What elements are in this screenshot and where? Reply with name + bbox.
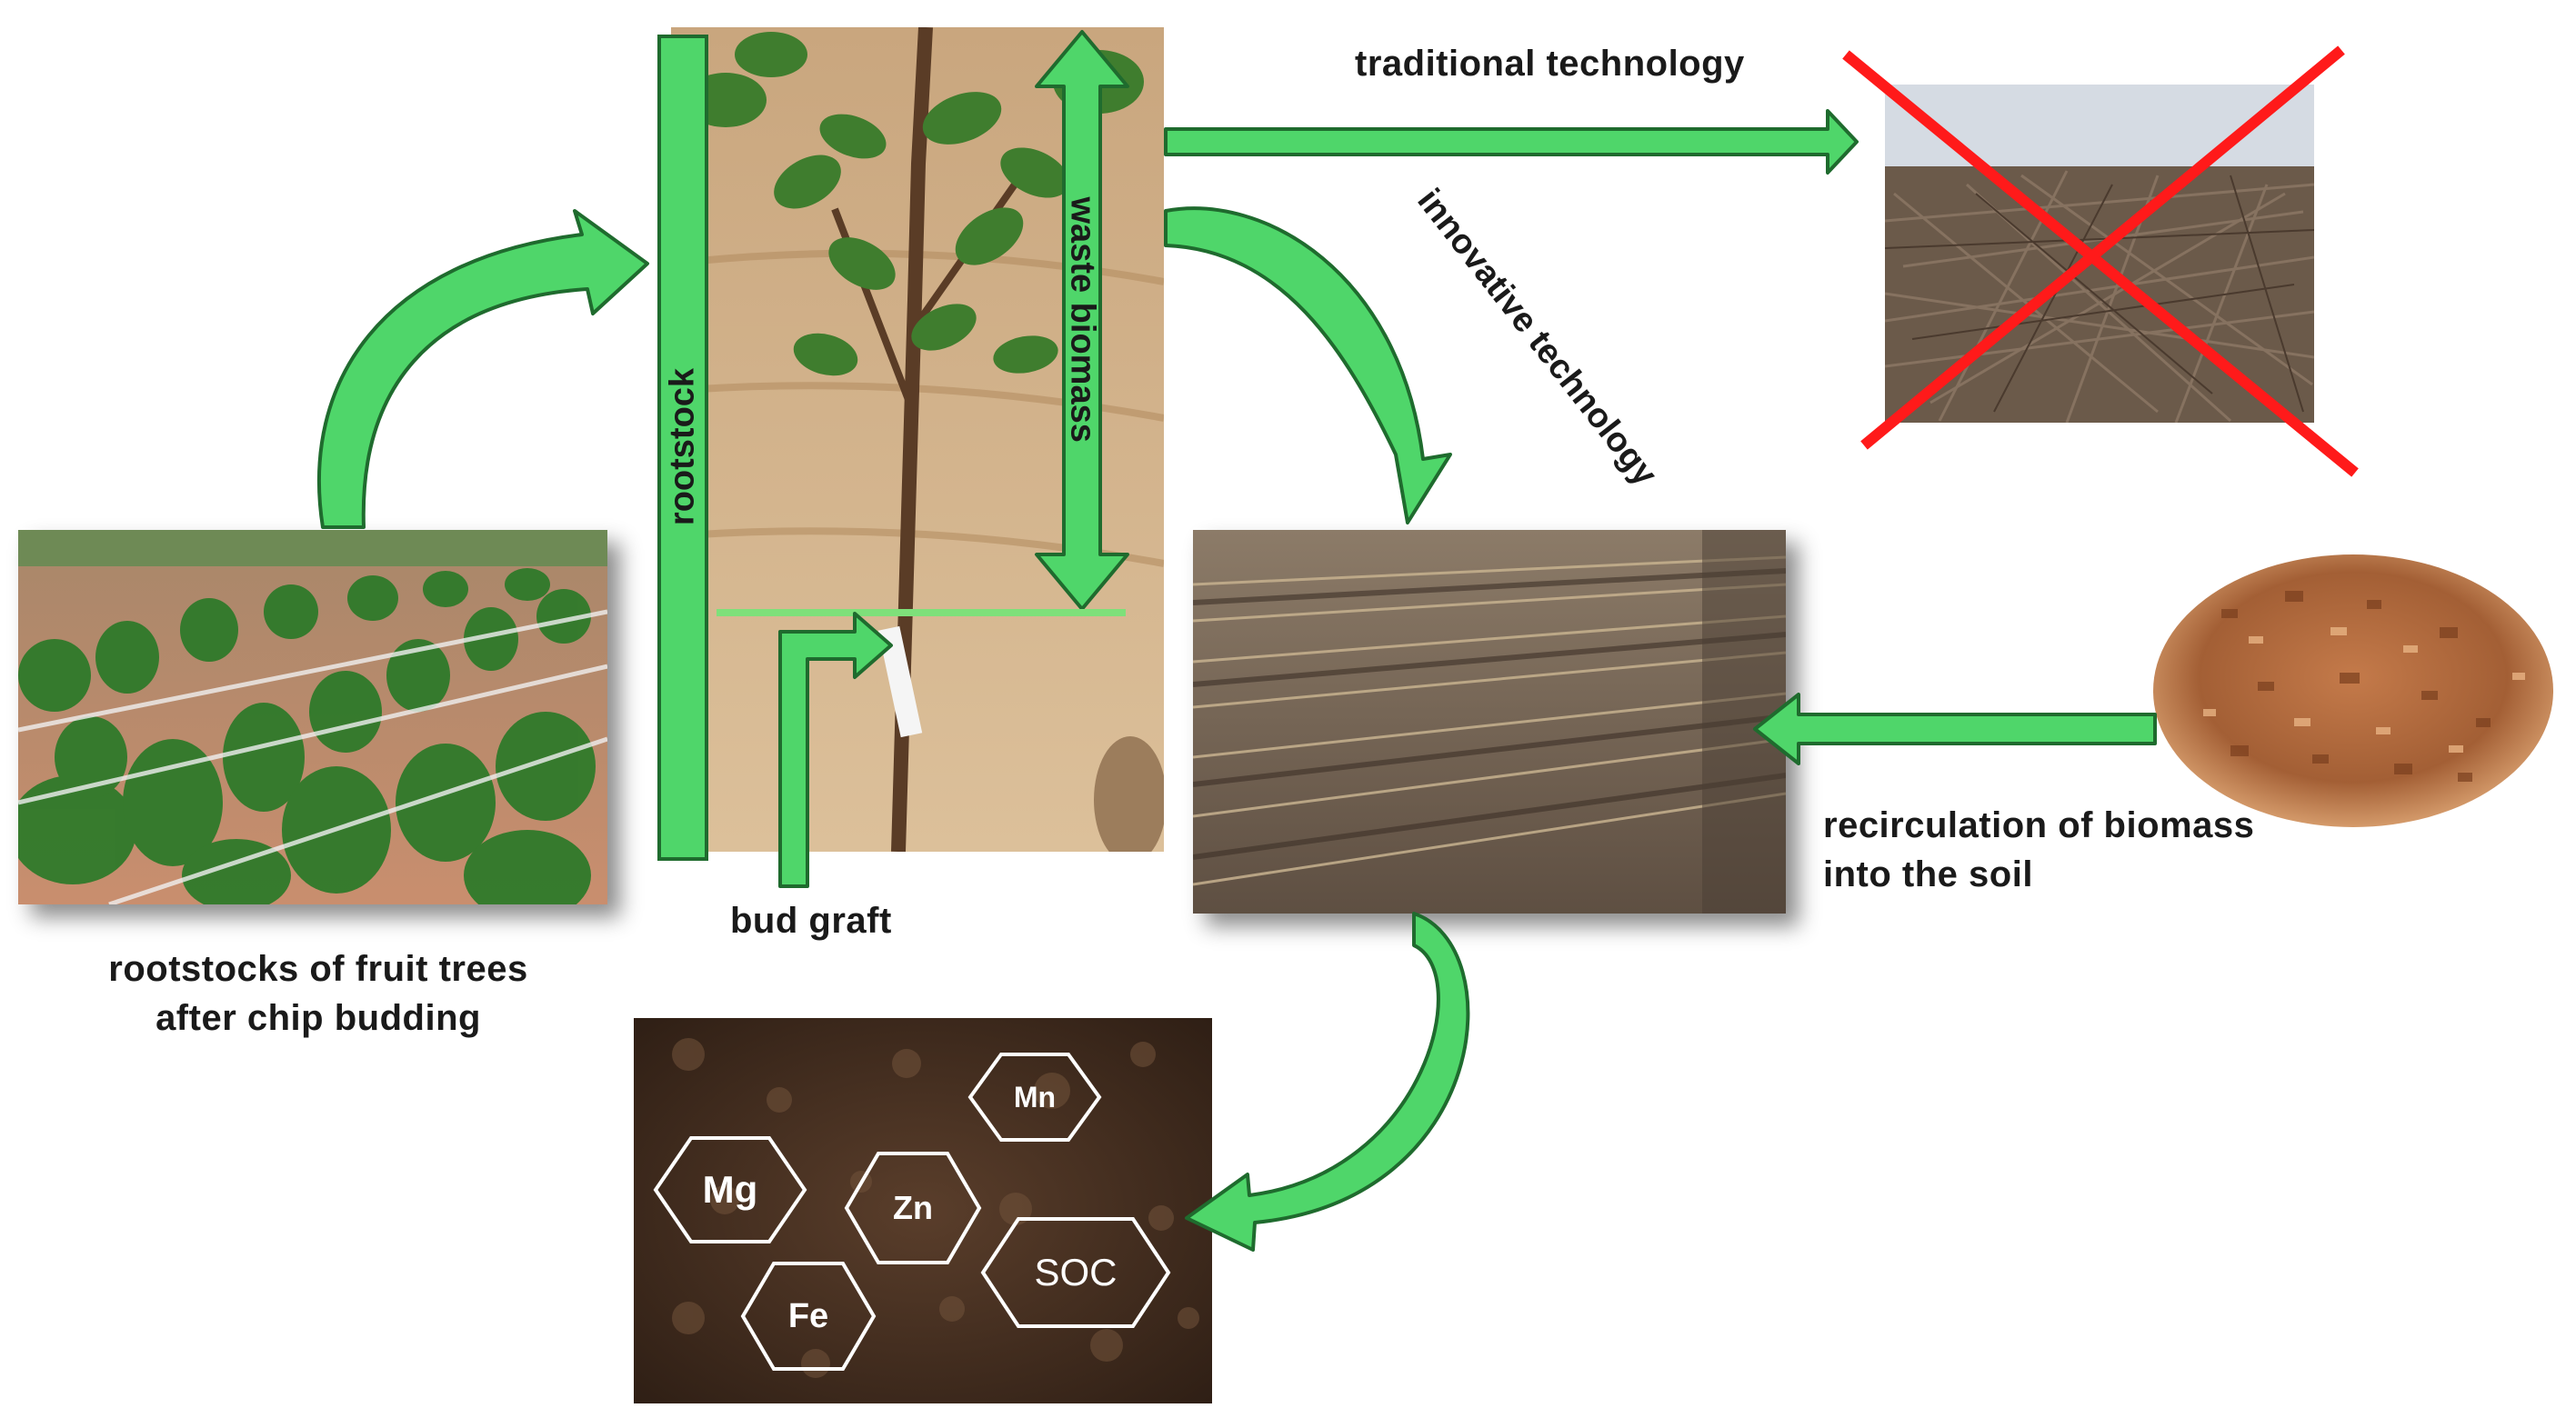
reject-cross-line-2 xyxy=(1860,45,2345,450)
recirculation-caption-line1: recirculation of biomass xyxy=(1823,805,2255,845)
nutrient-soc-label: SOC xyxy=(1034,1251,1118,1293)
bud-graft-arrow xyxy=(778,612,893,888)
rootstocks-caption-line1: rootstocks of fruit trees xyxy=(108,949,528,989)
nutrient-zn-label: Zn xyxy=(893,1189,933,1226)
rootstock-bar xyxy=(657,35,708,861)
curved-arrow-to-soil xyxy=(1185,912,1470,1252)
reject-cross-line-1 xyxy=(1842,50,2359,477)
recirculation-caption-line2: into the soil xyxy=(1823,854,2033,894)
traditional-arrow xyxy=(1164,109,1859,175)
recirculation-arrow xyxy=(1753,693,2157,765)
nutrient-mn-hexagon: Mn xyxy=(967,1052,1102,1143)
photo-planted-field xyxy=(1193,530,1786,914)
innovative-arrow xyxy=(1164,206,1452,524)
waste-biomass-label: waste biomass xyxy=(1063,196,1102,443)
nutrient-zn-hexagon: Zn xyxy=(844,1151,982,1265)
nutrient-mg-label: Mg xyxy=(702,1168,758,1211)
curved-arrow-to-tree xyxy=(317,209,649,529)
photo-wood-chips xyxy=(2149,536,2567,850)
nutrient-mg-hexagon: Mg xyxy=(653,1135,807,1244)
traditional-technology-label: traditional technology xyxy=(1355,44,1745,84)
photo-rootstocks-field xyxy=(18,530,607,904)
rootstock-label: rootstock xyxy=(663,367,702,526)
bud-graft-label: bud graft xyxy=(730,901,892,941)
nutrient-fe-hexagon: Fe xyxy=(740,1261,877,1372)
nutrient-mn-label: Mn xyxy=(1013,1080,1057,1113)
photo-soil xyxy=(634,1018,1212,1403)
rootstocks-caption-line2: after chip budding xyxy=(155,998,481,1038)
nutrient-soc-hexagon: SOC xyxy=(980,1216,1171,1329)
nutrient-fe-label: Fe xyxy=(787,1296,829,1335)
